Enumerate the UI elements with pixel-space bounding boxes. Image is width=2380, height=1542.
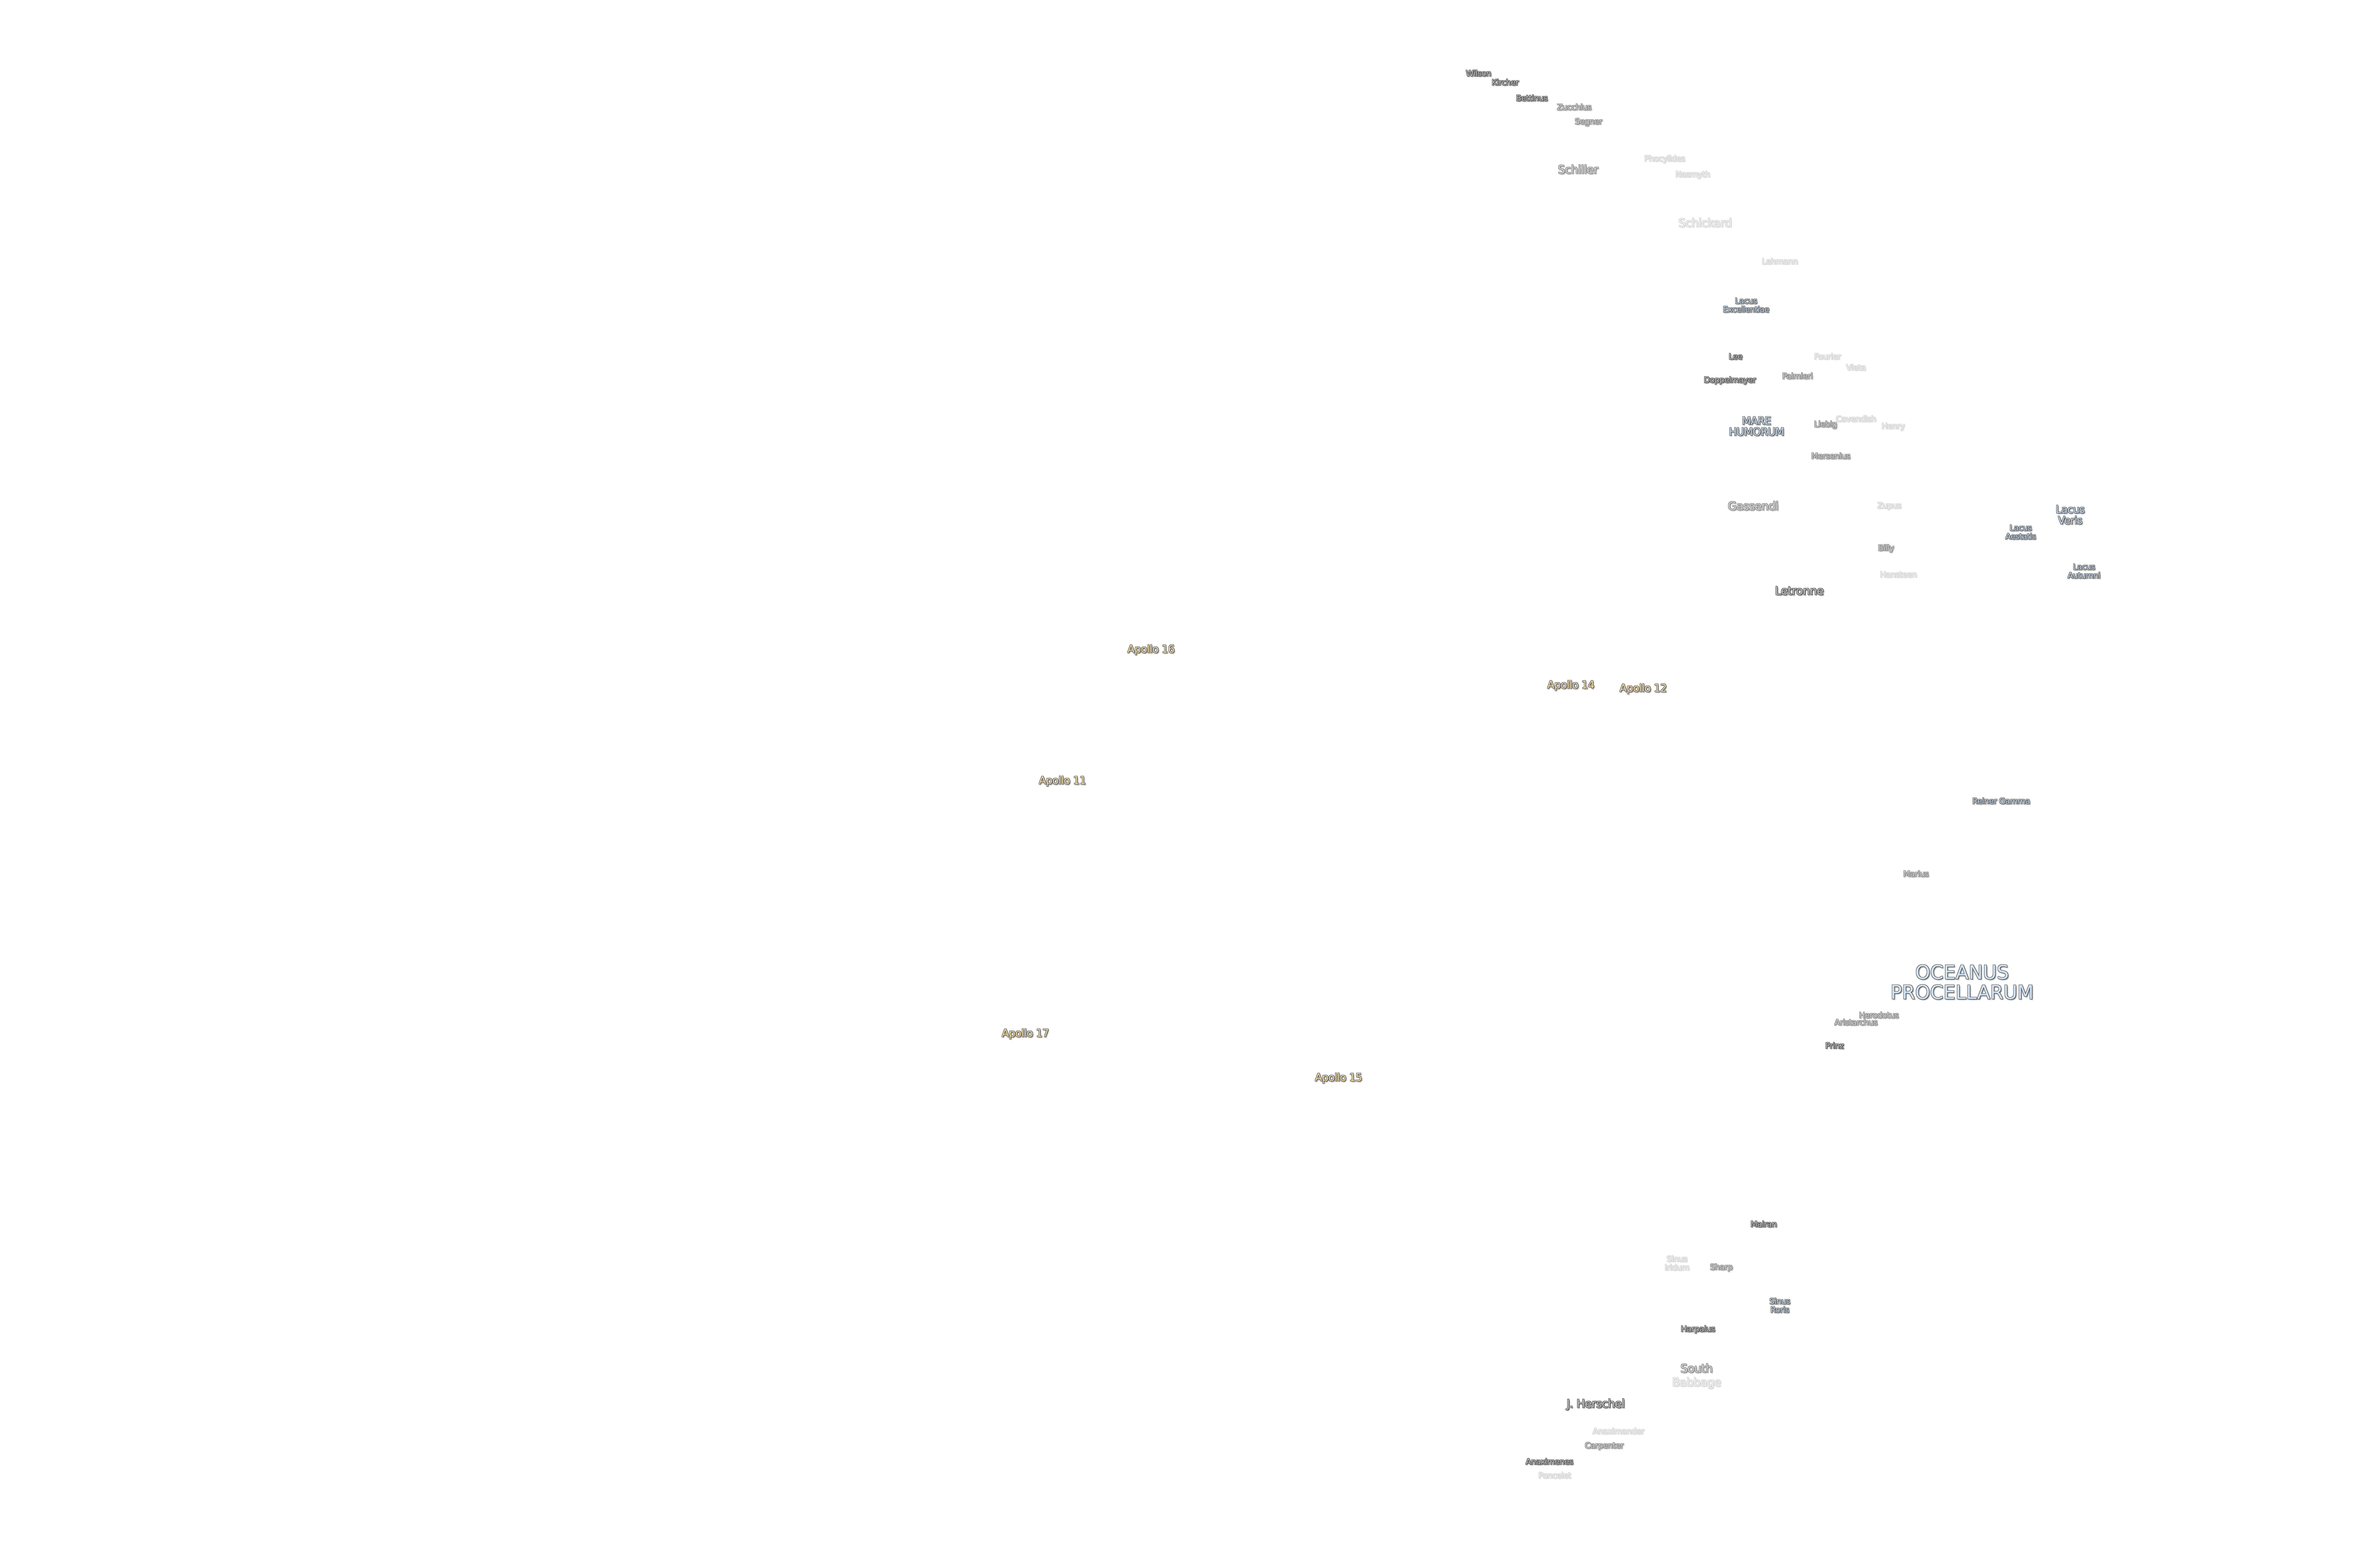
crater-label-wilson: Wilson: [1466, 69, 1491, 79]
crater-label-south: South: [1680, 1362, 1713, 1375]
crater-label-zucchius: Zucchius: [1557, 103, 1592, 113]
landing-site-apollo-14: Apollo 14: [1547, 679, 1595, 692]
crater-label-prinz: Prinz: [1825, 1041, 1844, 1051]
crater-label-segner: Segner: [1575, 117, 1602, 127]
crater-label-hansteen: Hansteen: [1880, 570, 1917, 580]
crater-label-doppelmayer: Doppelmayer: [1704, 376, 1756, 386]
crater-label-schiller: Schiller: [1557, 163, 1598, 177]
crater-label-marius: Marius: [1903, 870, 1929, 880]
crater-label-gassendi: Gassendi: [1727, 499, 1779, 513]
mare-label-sinus-iridum: Sinus Iridum: [1665, 1255, 1689, 1273]
mare-label-lacus-autumni: Lacus Autumni: [2067, 563, 2101, 581]
crater-label-schickard: Schickard: [1678, 216, 1732, 230]
crater-label-j-herschel: J. Herschel: [1567, 1397, 1625, 1411]
crater-label-liebig: Liebig: [1814, 420, 1837, 430]
crater-label-zupus: Zupus: [1877, 501, 1902, 511]
crater-label-harpalus: Harpalus: [1681, 1325, 1715, 1334]
crater-label-carpenter: Carpenter: [1585, 1441, 1624, 1451]
crater-label-bettinus: Bettinus: [1516, 94, 1548, 104]
feature-label-reiner-gamma: Reiner Gamma: [1972, 797, 2031, 807]
crater-label-letronne: Letronne: [1775, 584, 1824, 598]
crater-label-herodotus: Herodotus: [1859, 1011, 1899, 1021]
mare-label-oceanus-procellarum: OCEANUS PROCELLARUM: [1890, 962, 2034, 1004]
crater-label-cavendish: Cavendish: [1835, 415, 1876, 425]
crater-label-kircher: Kircher: [1491, 78, 1519, 88]
landing-site-apollo-11: Apollo 11: [1039, 775, 1086, 787]
crater-label-mairan: Mairan: [1750, 1220, 1777, 1230]
crater-label-babbage: Babbage: [1672, 1375, 1721, 1389]
landing-site-apollo-16: Apollo 16: [1127, 643, 1175, 656]
crater-label-anaximander: Anaximander: [1592, 1427, 1645, 1437]
crater-label-henry: Henry: [1881, 422, 1905, 432]
crater-label-lee: Lee: [1728, 352, 1743, 362]
crater-label-aristarchus: Aristarchus: [1834, 1018, 1878, 1028]
crater-label-palmieri: Palmieri: [1782, 372, 1813, 382]
crater-label-mersenius: Mersenius: [1811, 452, 1851, 462]
crater-label-phocylides: Phocylides: [1644, 154, 1685, 164]
mare-label-lacus-veris: Lacus Veris: [2055, 504, 2085, 527]
crater-label-poncelet: Poncelet: [1538, 1471, 1571, 1481]
crater-label-billy: Billy: [1878, 544, 1894, 554]
crater-label-vieta: Vieta: [1846, 363, 1866, 373]
crater-label-lehmann: Lehmann: [1762, 257, 1798, 267]
mare-label-lacus-aestatis: Lacus Aestatis: [2005, 524, 2036, 542]
crater-label-sharp: Sharp: [1710, 1263, 1733, 1273]
crater-label-fourier: Fourier: [1814, 352, 1841, 362]
landing-site-apollo-17: Apollo 17: [1002, 1028, 1049, 1040]
landing-site-apollo-15: Apollo 15: [1315, 1072, 1362, 1084]
crater-label-anaximenes: Anaximenes: [1526, 1457, 1573, 1467]
mare-label-lacus-excellentiae: Lacus Excellentiae: [1723, 297, 1769, 315]
mare-label-sinus-roris: Sinus Roris: [1769, 1297, 1790, 1315]
mare-label-mare-humorum: MARE HUMORUM: [1729, 415, 1784, 438]
landing-site-apollo-12: Apollo 12: [1619, 682, 1667, 695]
crater-label-nasmyth: Nasmyth: [1675, 170, 1710, 180]
